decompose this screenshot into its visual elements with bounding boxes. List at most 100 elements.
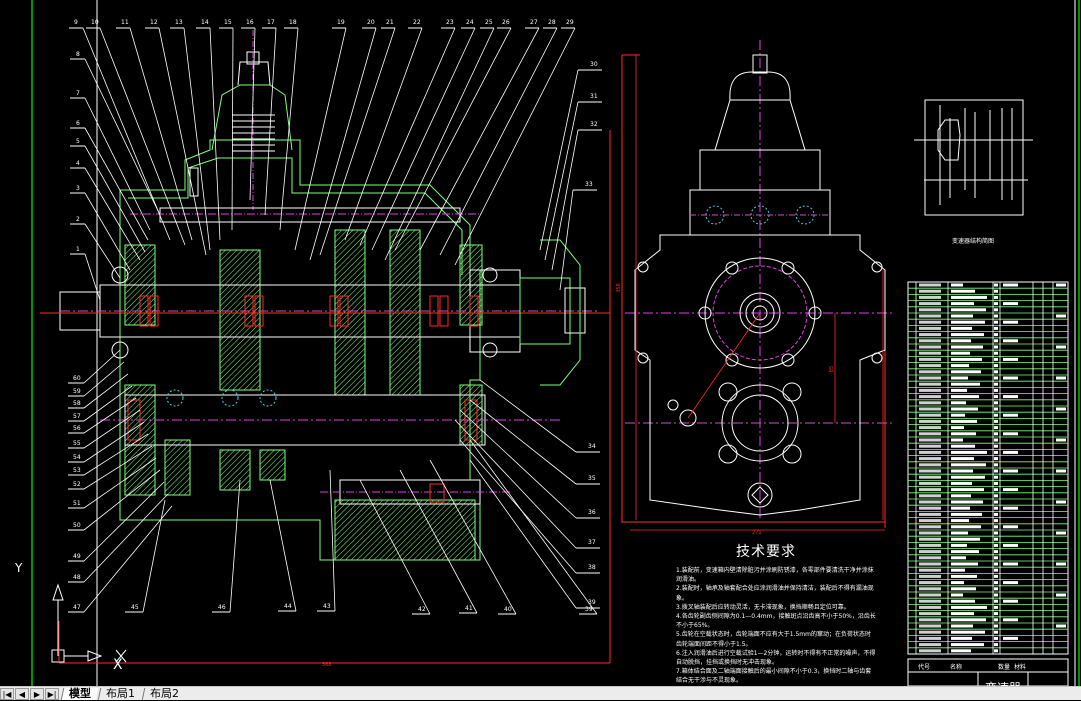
bom-qty-cell: [994, 488, 998, 492]
leader-line: [83, 385, 133, 422]
end-flange-bolt: [781, 261, 795, 275]
tab-model[interactable]: 模型: [60, 687, 99, 700]
bom-note-cell: [1056, 500, 1066, 504]
balloon-bottom-39: 39: [585, 606, 593, 613]
balloon-top-15: 15: [224, 19, 232, 26]
leader-line: [84, 192, 131, 271]
tab-layout1-label: 布局1: [106, 687, 135, 700]
end-flange-bolt: [725, 261, 739, 275]
front-bearing-ball: [111, 266, 129, 284]
bom-name-cell: [951, 295, 987, 299]
leader-line: [84, 97, 151, 231]
bom-qty-cell: [994, 543, 998, 547]
leader-line: [84, 223, 121, 279]
tech-requirements-body: 1.装配前，变速箱内壁清除脏污并涂刷防锈漆，各零部件要清洗干净并涂抹润滑油。 2…: [676, 566, 876, 686]
bearing-fit-mark: [254, 295, 264, 327]
bom-qty-cell: [994, 326, 998, 330]
hidden-gear-circle: [221, 389, 239, 407]
bom-note-cell: [1056, 345, 1066, 349]
leader-line: [84, 253, 101, 301]
tech-item: 5.齿轮在空载状态时，齿轮端面不应有大于1.5mm的窜动；在负荷状态时齿轮端面间…: [676, 631, 871, 648]
bom-material-cell: [1003, 525, 1018, 529]
balloon-top-26: 26: [502, 19, 510, 26]
bom-code-cell: [919, 599, 941, 603]
bom-name-cell: [951, 469, 973, 473]
bom-qty-cell: [994, 581, 998, 585]
bom-name-cell: [951, 624, 973, 628]
balloon-top-27: 27: [530, 19, 538, 26]
bom-qty-cell: [994, 506, 998, 510]
tab-layout2[interactable]: 布局2: [141, 687, 187, 700]
bom-name-cell: [951, 370, 981, 374]
leader-line: [359, 27, 456, 246]
bom-qty-cell: [994, 419, 998, 423]
leader-line: [559, 189, 574, 291]
balloon-top-21: 21: [386, 19, 394, 26]
leader-line: [359, 479, 431, 615]
bom-note-cell: [1056, 314, 1066, 318]
bom-name-cell: [951, 550, 979, 554]
bom-name-cell: [951, 605, 987, 609]
bom-qty-cell: [994, 364, 998, 368]
counter-bearing-front: [127, 399, 141, 441]
tb-header-code: 代号: [918, 664, 931, 671]
end-shift-dome: [729, 71, 791, 101]
nav-next-button[interactable]: ▶: [30, 688, 44, 700]
bom-name-cell: [951, 581, 964, 585]
bom-qty-cell: [994, 587, 998, 591]
bom-material-cell: [1003, 395, 1018, 399]
bom-qty-cell: [994, 649, 998, 653]
leader-line: [394, 27, 512, 251]
bom-qty-cell: [994, 475, 998, 479]
bom-qty-cell: [994, 370, 998, 374]
tab-layout1[interactable]: 布局1: [97, 687, 143, 700]
tech-item: 6.注入润滑油后进行空载试验1—2分钟，运转时不得有不正常的噪声，不得自动脱挡，…: [676, 649, 876, 667]
cursor-x-2: [115, 649, 127, 663]
output-nut: [564, 287, 586, 334]
leader-line: [371, 27, 476, 251]
balloon-right-39: 39: [588, 599, 596, 606]
leader-line: [544, 101, 579, 261]
bom-name-cell: [951, 320, 985, 324]
bom-code-cell: [919, 413, 941, 417]
rear-bearing-ball: [482, 267, 498, 283]
bom-qty-cell: [994, 612, 998, 616]
bom-name-cell: [951, 568, 965, 572]
balloon-top-19: 19: [337, 19, 345, 26]
leader-line: [419, 27, 540, 251]
leader-line: [82, 27, 171, 241]
nav-last-button[interactable]: ▶|: [45, 688, 59, 700]
balloon-left-5: 5: [76, 138, 80, 145]
balloon-left-59: 59: [73, 388, 81, 395]
nav-prev-button[interactable]: ◀: [15, 688, 29, 700]
bom-name-cell: [951, 283, 963, 287]
bom-code-cell: [919, 512, 941, 516]
balloon-right-30: 30: [590, 61, 598, 68]
bom-qty-cell: [994, 500, 998, 504]
bom-name-cell: [951, 525, 981, 529]
bom-name-cell: [951, 364, 969, 368]
bom-name-cell: [951, 543, 967, 547]
balloon-bottom-42: 42: [418, 606, 426, 613]
bom-name-cell: [951, 618, 986, 622]
counter-gear-front: [164, 439, 191, 496]
balloon-left-60: 60: [73, 375, 81, 382]
balloon-right-36: 36: [588, 509, 596, 516]
bom-name-cell: [951, 463, 986, 467]
leader-line: [429, 459, 517, 615]
bom-code-cell: [919, 506, 941, 510]
balloon-left-50: 50: [73, 522, 81, 529]
bom-qty-cell: [994, 308, 998, 312]
bom-code-cell: [919, 419, 941, 423]
leader-line: [229, 479, 241, 613]
nav-first-button[interactable]: |◀: [0, 688, 14, 700]
bom-name-cell: [951, 481, 972, 485]
bom-qty-cell: [994, 512, 998, 516]
bom-qty-cell: [994, 457, 998, 461]
balloon-left-54: 54: [73, 454, 81, 461]
leader-line: [83, 433, 149, 476]
end-mount-hole: [871, 261, 883, 273]
bom-name-cell: [951, 587, 976, 591]
balloon-left-47: 47: [73, 604, 81, 611]
